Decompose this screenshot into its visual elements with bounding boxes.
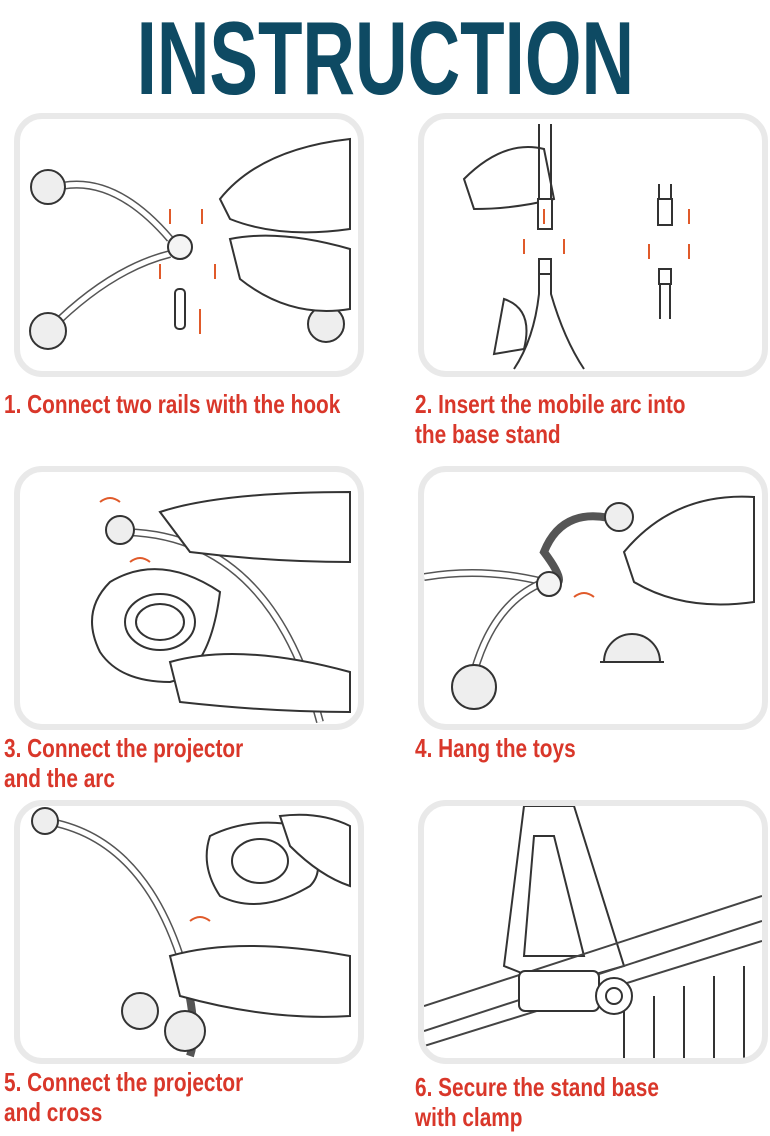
caption-line: and the arc (4, 763, 115, 793)
step-4-caption: 4. Hang the toys (415, 733, 576, 763)
caption-line: 5. Connect the projector (4, 1067, 244, 1097)
title-text: INSTRUCTION (136, 1, 634, 117)
step-1-caption: 1. Connect two rails with the hook (4, 389, 340, 419)
caption-line: 2. Insert the mobile arc into (415, 389, 686, 419)
caption-line: 3. Connect the projector (4, 733, 244, 763)
step-1-illustration (14, 113, 364, 377)
caption-line: and cross (4, 1097, 103, 1127)
step-2-illustration (418, 113, 768, 377)
page-title: INSTRUCTION (0, 0, 770, 124)
step-6-illustration (418, 800, 768, 1064)
step-4-illustration (418, 466, 768, 730)
caption-line: the base stand (415, 419, 561, 449)
caption-line: with clamp (415, 1102, 523, 1132)
caption-line: 6. Secure the stand base (415, 1072, 659, 1102)
caption-line: 1. Connect two rails with the hook (4, 389, 341, 419)
step-5-illustration (14, 800, 364, 1064)
step-3-illustration (14, 466, 364, 730)
caption-line: 4. Hang the toys (415, 733, 576, 763)
